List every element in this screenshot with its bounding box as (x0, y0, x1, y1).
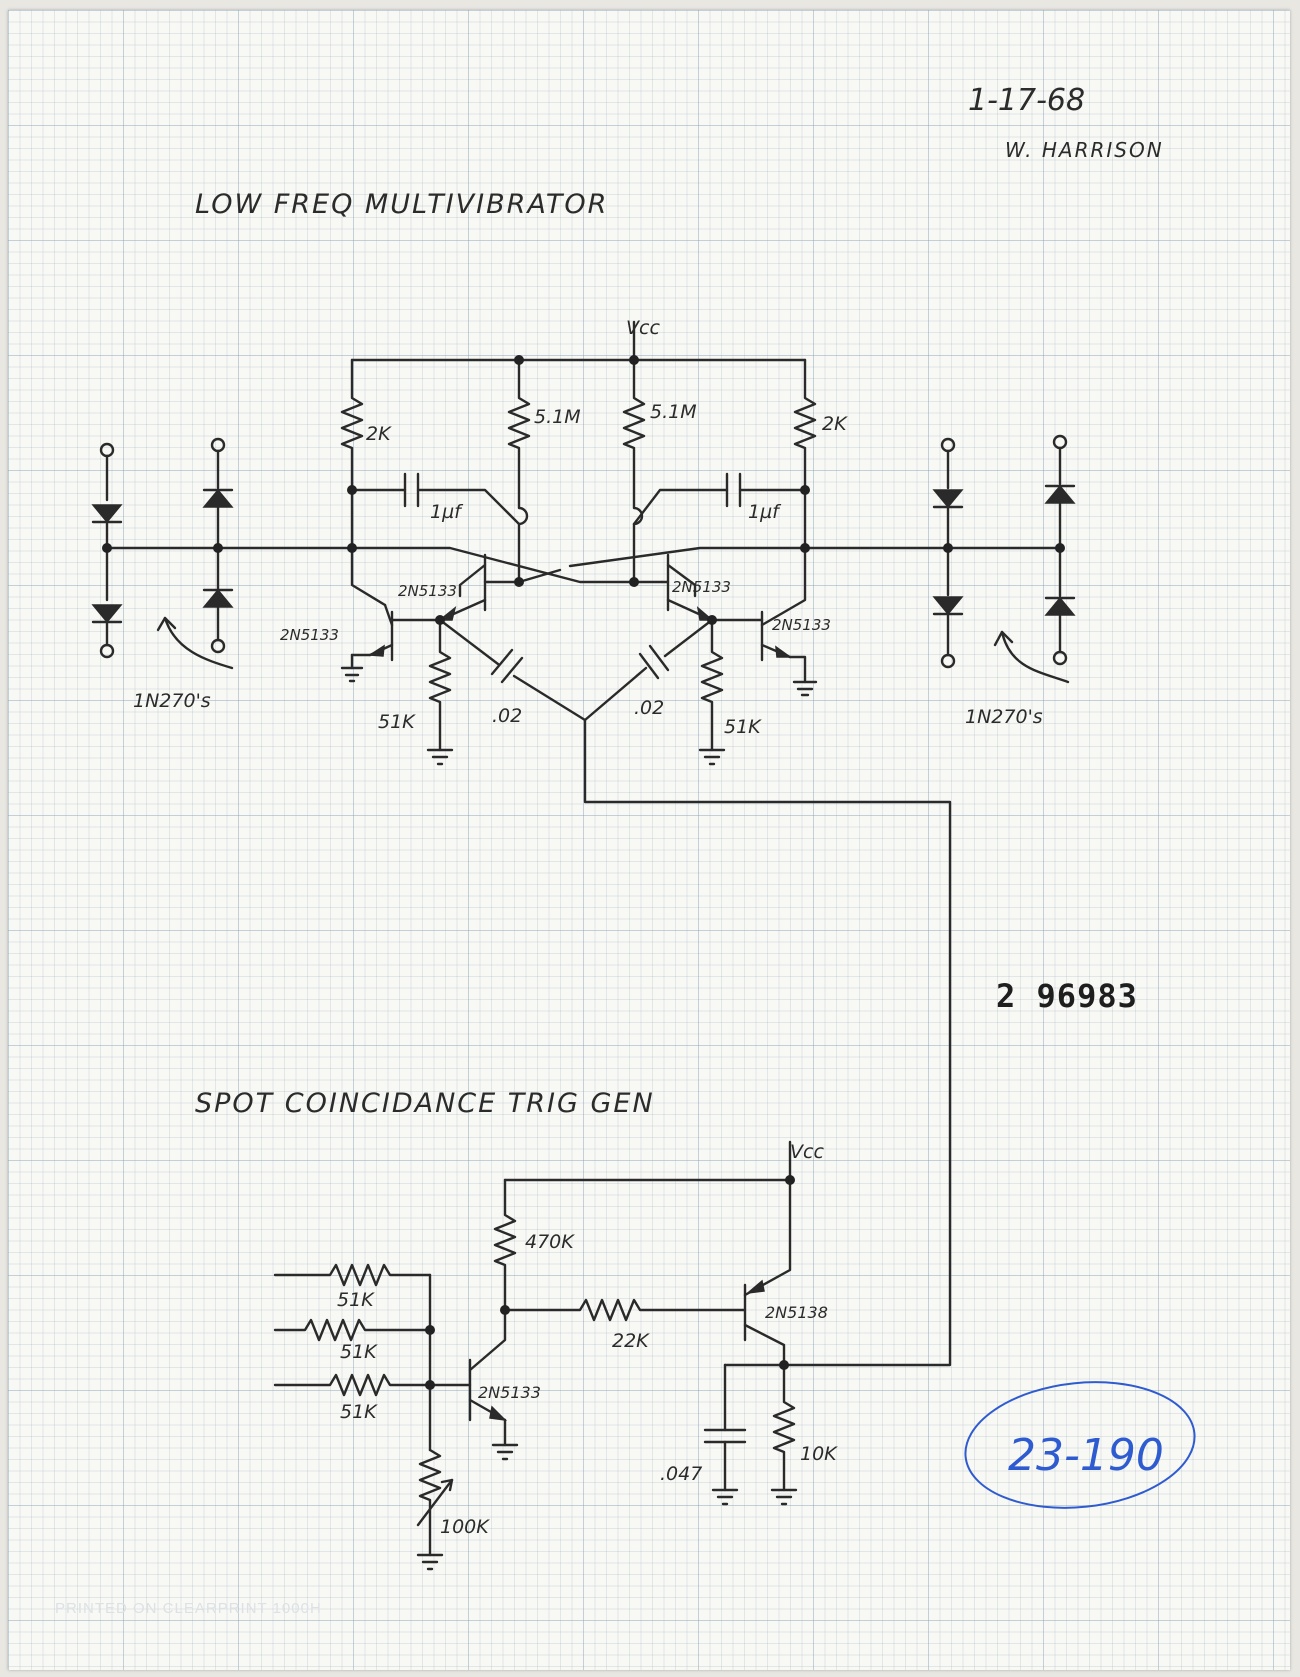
date-text: 1-17-68 (968, 83, 1085, 118)
trigger-pot-label: 100K (440, 1516, 490, 1538)
trigger-10k-label: 10K (800, 1443, 838, 1465)
left-51k-label: 51K (378, 711, 416, 733)
annotation-number: 23-190 (1008, 1430, 1164, 1481)
trigger-470k-label: 470K (525, 1231, 575, 1253)
vcc-label-top: Vcc (626, 317, 660, 339)
right-2k-label: 2K (822, 413, 848, 435)
trigger-title: SPOT COINCIDANCE TRIG GEN (195, 1088, 655, 1119)
left-diodes-label: 1N270's (133, 690, 211, 712)
left-cap-label: 1µf (430, 501, 464, 523)
trigger-51k-label-3: 51K (340, 1401, 378, 1423)
left-upper-transistor-label: 2N5133 (398, 582, 457, 600)
left-coupling-cap-label: .02 (492, 705, 522, 727)
trigger-wiring (273, 1140, 798, 1571)
right-cap-label: 1µf (748, 501, 782, 523)
left-lower-transistor-label: 2N5133 (280, 626, 339, 644)
stamp-number: 2 96983 (996, 977, 1138, 1015)
trigger-cap-label: .047 (660, 1463, 702, 1485)
right-upper-transistor-label: 2N5133 (672, 578, 731, 596)
annotation-oval (964, 1381, 1196, 1509)
right-lower-transistor-label: 2N5133 (772, 616, 831, 634)
graph-paper-sheet (8, 10, 1290, 1670)
printed-paper-mark: PRINTED ON CLEARPRINT 1000H (55, 1600, 322, 1617)
trigger-npn-label: 2N5133 (478, 1383, 541, 1402)
author-text: W. HARRISON (1005, 138, 1164, 162)
trigger-pnp-label: 2N5138 (765, 1303, 828, 1322)
trigger-51k-label-1: 51K (337, 1289, 375, 1311)
trigger-51k-label-2: 51K (340, 1341, 378, 1363)
left-2k-label: 2K (366, 423, 392, 445)
right-coupling-cap-label: .02 (634, 697, 664, 719)
right-51k-label: 51K (724, 716, 762, 738)
right-5-1m-label: 5.1M (650, 401, 697, 423)
right-diodes-label: 1N270's (965, 706, 1043, 728)
vcc-label-bottom: Vcc (790, 1141, 824, 1163)
left-5-1m-label: 5.1M (534, 406, 581, 428)
multivibrator-title: LOW FREQ MULTIVIBRATOR (195, 189, 608, 220)
trigger-22k-label: 22K (612, 1330, 650, 1352)
multivibrator-wiring (91, 320, 1076, 1367)
